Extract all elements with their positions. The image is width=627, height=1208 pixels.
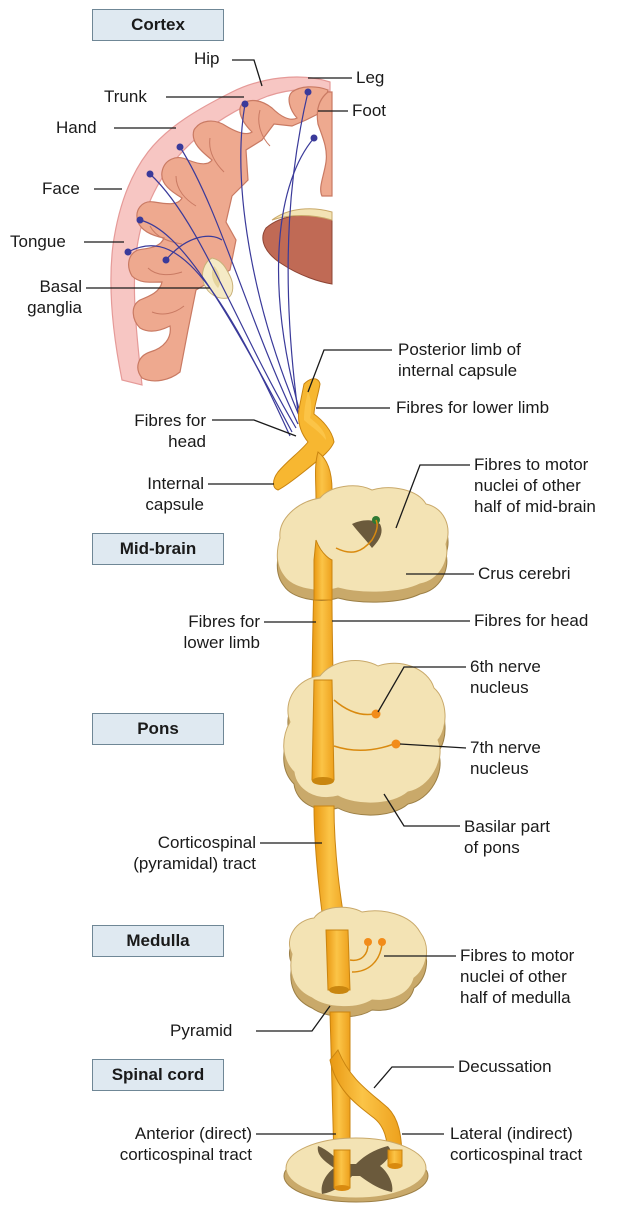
label-internal-capsule-line2: capsule <box>114 494 204 515</box>
label-fibres-for-head-right: Fibres for head <box>474 610 588 631</box>
label-lateral-tract-line1: Lateral (indirect) <box>450 1123 582 1144</box>
label-trunk: Trunk <box>104 86 147 107</box>
label-corticospinal-tract: Corticospinal (pyramidal) tract <box>110 832 256 874</box>
label-corticospinal-line2: (pyramidal) tract <box>110 853 256 874</box>
spinal-cord-heading: Spinal cord <box>92 1059 224 1091</box>
label-7th-nerve-line1: 7th nerve <box>470 737 541 758</box>
label-tongue: Tongue <box>10 231 66 252</box>
label-face: Face <box>42 178 80 199</box>
cortex-gyri-right <box>317 92 332 196</box>
label-6th-nerve-line2: nucleus <box>470 677 541 698</box>
label-basal-ganglia-line1: Basal <box>20 276 82 297</box>
label-fibres-motor-midbrain: Fibres to motor nuclei of other half of … <box>474 454 596 517</box>
label-fibres-motor-midbrain-line3: half of mid-brain <box>474 496 596 517</box>
cortex-section <box>111 77 332 385</box>
medulla-shape <box>289 907 426 1016</box>
label-anterior-tract-line1: Anterior (direct) <box>86 1123 252 1144</box>
label-posterior-limb: Posterior limb of internal capsule <box>398 339 521 381</box>
label-basilar-part-line1: Basilar part <box>464 816 550 837</box>
label-7th-nerve-line2: nucleus <box>470 758 541 779</box>
label-anterior-tract-line2: corticospinal tract <box>86 1144 252 1165</box>
label-fibres-motor-midbrain-line1: Fibres to motor <box>474 454 596 475</box>
spinal-cord-shape <box>284 1138 428 1202</box>
label-posterior-limb-line2: internal capsule <box>398 360 521 381</box>
label-fibres-lower-limb-left: Fibres for lower limb <box>148 611 260 653</box>
label-fibres-for-head-line2: head <box>114 431 206 452</box>
label-basilar-part-line2: of pons <box>464 837 550 858</box>
label-fibres-motor-midbrain-line2: nuclei of other <box>474 475 596 496</box>
label-leg: Leg <box>356 67 384 88</box>
label-6th-nerve: 6th nerve nucleus <box>470 656 541 698</box>
cortex-heading: Cortex <box>92 9 224 41</box>
label-fibres-motor-medulla-line3: half of medulla <box>460 987 574 1008</box>
label-lateral-tract-line2: corticospinal tract <box>450 1144 582 1165</box>
label-crus-cerebri: Crus cerebri <box>478 563 571 584</box>
label-decussation: Decussation <box>458 1056 552 1077</box>
label-fibres-lower-limb-line1: Fibres for <box>148 611 260 632</box>
label-fibres-motor-medulla-line1: Fibres to motor <box>460 945 574 966</box>
pons-heading: Pons <box>92 713 224 745</box>
label-basilar-part: Basilar part of pons <box>464 816 550 858</box>
label-corticospinal-line1: Corticospinal <box>110 832 256 853</box>
midbrain-heading: Mid-brain <box>92 533 224 565</box>
label-foot: Foot <box>352 100 386 121</box>
midbrain-shape <box>277 486 448 602</box>
label-hip: Hip <box>194 48 220 69</box>
label-fibres-for-head-left: Fibres for head <box>114 410 206 452</box>
label-fibres-motor-medulla: Fibres to motor nuclei of other half of … <box>460 945 574 1008</box>
label-fibres-motor-medulla-line2: nuclei of other <box>460 966 574 987</box>
label-7th-nerve: 7th nerve nucleus <box>470 737 541 779</box>
label-internal-capsule-line1: Internal <box>114 473 204 494</box>
label-6th-nerve-line1: 6th nerve <box>470 656 541 677</box>
label-basal-ganglia-line2: ganglia <box>20 297 82 318</box>
label-posterior-limb-line1: Posterior limb of <box>398 339 521 360</box>
label-anterior-tract: Anterior (direct) corticospinal tract <box>86 1123 252 1165</box>
label-fibres-lower-limb-top: Fibres for lower limb <box>396 397 549 418</box>
label-fibres-lower-limb-line2: lower limb <box>148 632 260 653</box>
label-fibres-for-head-line1: Fibres for <box>114 410 206 431</box>
label-basal-ganglia: Basal ganglia <box>20 276 82 318</box>
label-pyramid: Pyramid <box>170 1020 232 1041</box>
pons-shape <box>284 661 445 816</box>
label-hand: Hand <box>56 117 97 138</box>
medulla-heading: Medulla <box>92 925 224 957</box>
label-lateral-tract: Lateral (indirect) corticospinal tract <box>450 1123 582 1165</box>
lateral-ventricle <box>263 215 332 284</box>
label-internal-capsule: Internal capsule <box>114 473 204 515</box>
